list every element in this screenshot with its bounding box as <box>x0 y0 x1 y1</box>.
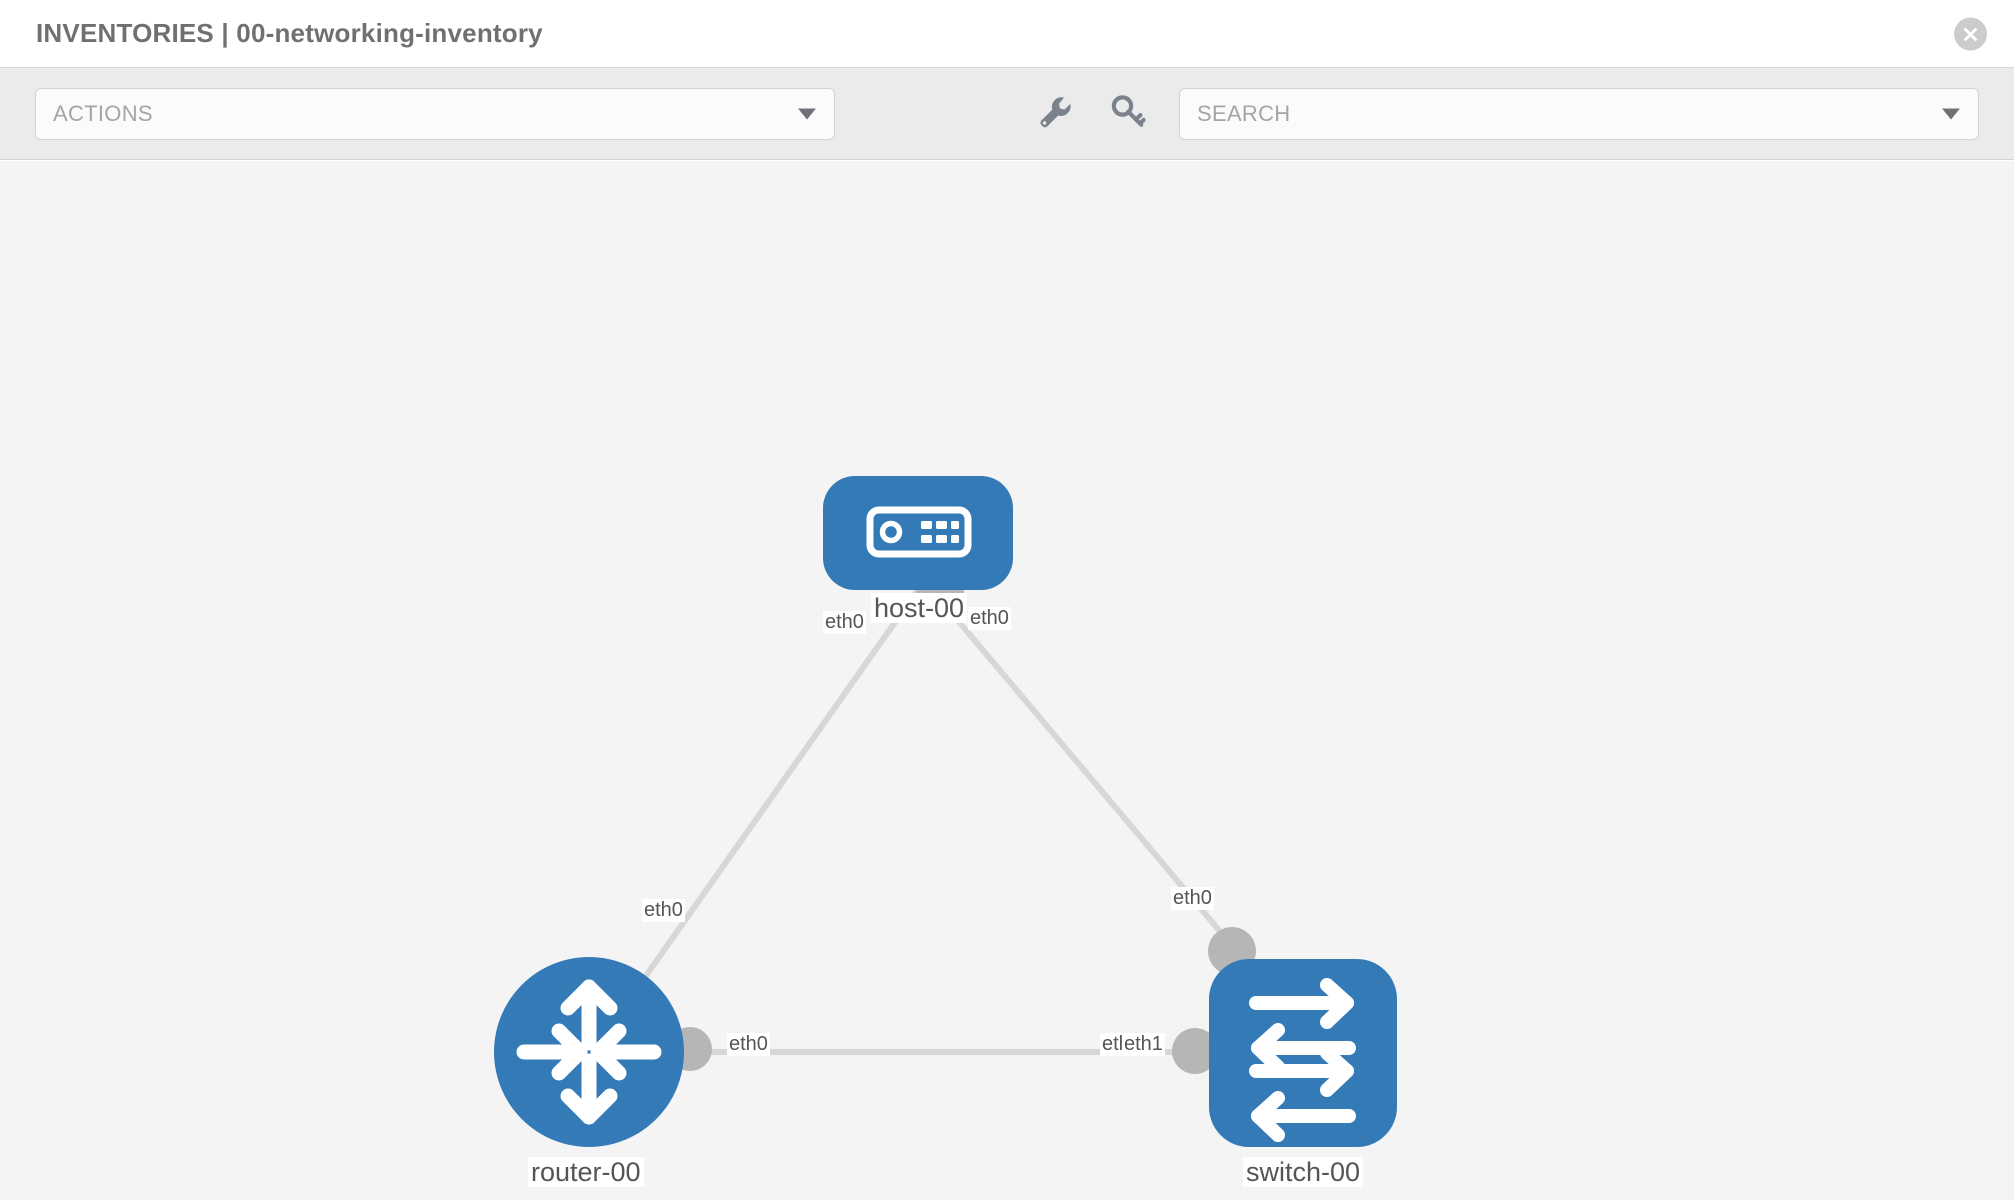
node-label-router-00: router-00 <box>528 1157 644 1188</box>
topology-links <box>597 589 1248 1055</box>
edge-label-host00-switch00-source: eth0 <box>968 607 1011 630</box>
close-icon <box>1961 24 1980 43</box>
toolbar: ACTIONS SEARCH <box>0 67 2014 160</box>
close-button[interactable] <box>1954 17 1987 50</box>
edge-label-host00-switch00-target: eth0 <box>1171 887 1214 910</box>
search-input[interactable]: SEARCH <box>1179 87 1979 140</box>
node-router-00 <box>494 957 684 1147</box>
node-label-switch-00: switch-00 <box>1243 1157 1364 1188</box>
wrench-icon[interactable] <box>1035 92 1073 135</box>
edge-label-router00-switch00-target: eth1 <box>1122 1033 1165 1056</box>
key-icon[interactable] <box>1109 92 1147 135</box>
node-switch-00 <box>1209 959 1397 1147</box>
chevron-down-icon <box>1942 108 1960 119</box>
edge-label-router00-switch00-source: eth0 <box>727 1033 770 1056</box>
node-host-00 <box>823 476 1013 590</box>
port-switch00-left <box>1172 1028 1218 1074</box>
actions-dropdown[interactable]: ACTIONS <box>35 87 835 140</box>
edge-label-host00-router00-target: eth0 <box>642 899 685 922</box>
actions-dropdown-value: ACTIONS <box>53 100 153 126</box>
topology-graph <box>494 476 1397 1147</box>
node-label-host-00: host-00 <box>871 593 968 624</box>
topology-canvas[interactable]: host-00 router-00 switch-00 eth0 eth0 et… <box>0 161 2014 1200</box>
link-host00-router00 <box>597 589 920 1043</box>
edge-label-host00-router00-source: eth0 <box>823 611 866 634</box>
toolbar-icon-group <box>1035 92 1147 135</box>
search-placeholder: SEARCH <box>1197 100 1291 126</box>
page-header: INVENTORIES | 00-networking-inventory <box>0 0 2014 67</box>
page-title: INVENTORIES | 00-networking-inventory <box>36 18 543 48</box>
chevron-down-icon <box>798 108 816 119</box>
